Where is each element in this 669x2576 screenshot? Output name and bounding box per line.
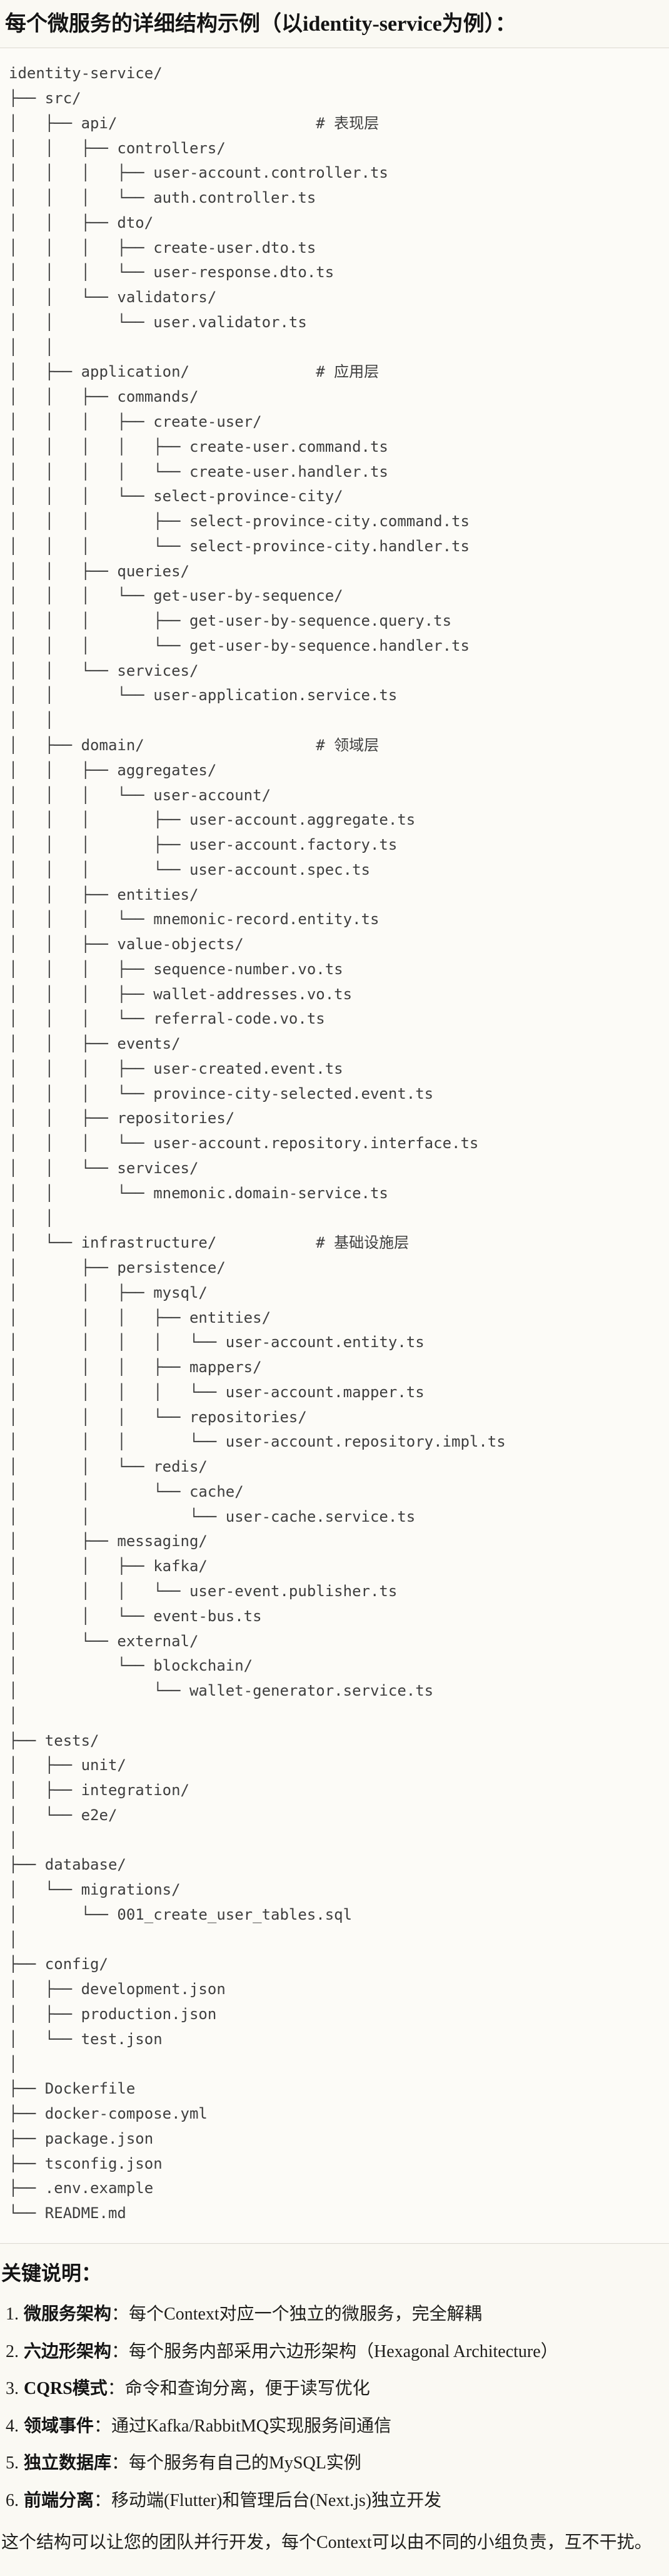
note-term: 前端分离 (24, 2491, 94, 2511)
note-description: ：命令和查询分离，便于读写优化 (107, 2379, 370, 2399)
notes-list: 1.微服务架构：每个Context对应一个独立的微服务，完全解耦 2.六边形架构… (1, 2303, 664, 2513)
note-item: 5.独立数据库：每个服务有自己的MySQL实例 (6, 2451, 664, 2476)
note-number: 5. (6, 2453, 19, 2473)
note-item: 2.六边形架构：每个服务内部采用六边形架构（Hexagonal Architec… (6, 2340, 664, 2365)
note-description: ：每个服务内部采用六边形架构（Hexagonal Architecture） (111, 2341, 558, 2361)
key-notes-section: 关键说明： 1.微服务架构：每个Context对应一个独立的微服务，完全解耦 2… (0, 2244, 669, 2555)
note-number: 4. (6, 2416, 19, 2436)
note-number: 2. (6, 2341, 19, 2361)
note-term: CQRS模式 (24, 2379, 108, 2399)
note-term: 领域事件 (24, 2416, 94, 2436)
file-tree: identity-service/ ├── src/ │ ├── api/ # … (9, 64, 506, 2222)
note-number: 6. (6, 2491, 19, 2511)
note-description: ：移动端(Flutter)和管理后台(Next.js)独立开发 (94, 2491, 442, 2511)
note-item: 4.领域事件：通过Kafka/RabbitMQ实现服务间通信 (6, 2415, 664, 2439)
note-number: 3. (6, 2379, 19, 2399)
note-term: 独立数据库 (24, 2453, 112, 2473)
page-title: 每个微服务的详细结构示例（以identity-service为例）： (5, 13, 516, 36)
code-block-container: identity-service/ ├── src/ │ ├── api/ # … (0, 48, 669, 2244)
note-term: 微服务架构 (24, 2304, 112, 2324)
summary-paragraph: 这个结构可以让您的团队并行开发，每个Context可以由不同的小组负责，互不干扰… (1, 2532, 652, 2552)
note-description: ：每个服务有自己的MySQL实例 (111, 2453, 361, 2473)
note-item: 3.CQRS模式：命令和查询分离，便于读写优化 (6, 2377, 664, 2401)
note-description: ：通过Kafka/RabbitMQ实现服务间通信 (94, 2416, 391, 2436)
note-number: 1. (6, 2304, 19, 2324)
note-term: 六边形架构 (24, 2341, 112, 2361)
note-item: 1.微服务架构：每个Context对应一个独立的微服务，完全解耦 (6, 2303, 664, 2327)
notes-heading: 关键说明： (1, 2261, 102, 2284)
note-item: 6.前端分离：移动端(Flutter)和管理后台(Next.js)独立开发 (6, 2489, 664, 2513)
note-description: ：每个Context对应一个独立的微服务，完全解耦 (111, 2304, 482, 2324)
